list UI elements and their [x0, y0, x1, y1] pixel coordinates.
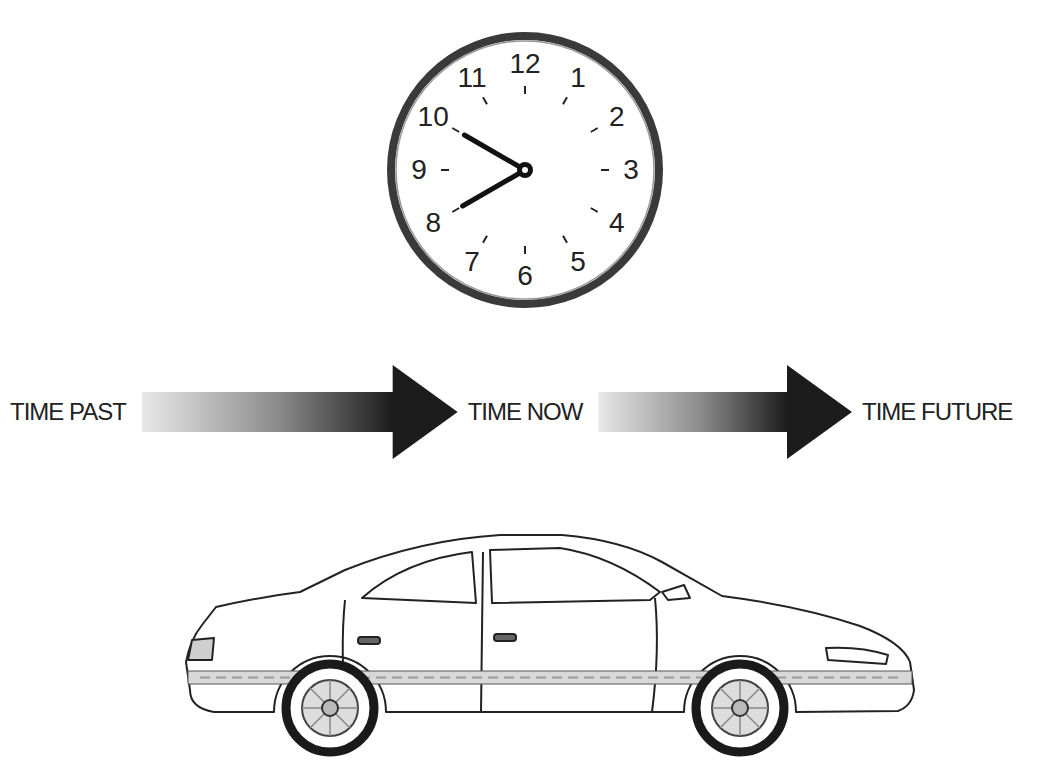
time-label: TIME FUTURE: [860, 396, 1014, 428]
time-arrow: [142, 365, 458, 459]
time-text: TIME NOW: [468, 398, 583, 426]
tick: [591, 208, 598, 212]
clock-numeral: 6: [517, 262, 533, 290]
hub: [302, 680, 358, 736]
taillight: [188, 638, 214, 660]
headlight: [826, 648, 888, 664]
clock-numeral: 9: [411, 156, 427, 184]
door-handle: [494, 634, 516, 641]
car: [186, 535, 914, 752]
tick: [483, 236, 487, 243]
tick: [524, 246, 526, 254]
hour-hand: [463, 170, 525, 206]
time-arrow: [598, 365, 852, 459]
hub-cap: [322, 700, 338, 716]
tick: [441, 169, 449, 171]
hub: [712, 680, 768, 736]
clock-ticks: [441, 86, 609, 254]
clock-numeral: 5: [570, 248, 586, 276]
tick: [452, 208, 459, 212]
clock-numeral: 4: [609, 209, 625, 237]
minute-hand: [464, 135, 525, 170]
spokes: [302, 680, 358, 736]
tick: [483, 97, 487, 104]
time-text: TIME PAST: [10, 398, 126, 426]
clock-numeral: 11: [457, 64, 486, 92]
front-wheel: [696, 664, 784, 752]
rear-wheel: [286, 664, 374, 752]
time-label: TIME PAST: [8, 396, 128, 428]
clock-numeral: 12: [509, 50, 540, 78]
door-line: [652, 598, 657, 712]
tyre: [286, 664, 374, 752]
spokes: [712, 680, 768, 736]
clock: [391, 36, 659, 304]
door-handle: [358, 637, 380, 644]
clock-numeral: 1: [570, 64, 586, 92]
front-window: [490, 548, 660, 603]
clock-numeral: 3: [623, 156, 639, 184]
clock-rim-inner: [396, 41, 654, 299]
door-line: [481, 552, 483, 712]
clock-rim: [391, 36, 659, 304]
tick: [601, 169, 609, 171]
time-text: TIME FUTURE: [862, 398, 1012, 426]
tick: [591, 128, 598, 132]
tick: [524, 86, 526, 94]
tick: [452, 128, 459, 132]
clock-numeral: 7: [464, 248, 480, 276]
side-mirror: [662, 585, 690, 600]
clock-pivot-center: [522, 167, 528, 173]
time-label: TIME NOW: [466, 396, 585, 428]
tick: [563, 97, 567, 104]
clock-numeral: 10: [418, 103, 449, 131]
hub-cap: [732, 700, 748, 716]
rear-window: [362, 552, 476, 603]
clock-pivot: [517, 162, 533, 178]
clock-numeral: 8: [425, 209, 441, 237]
clock-numeral: 2: [609, 103, 625, 131]
tyre: [696, 664, 784, 752]
tick: [563, 236, 567, 243]
